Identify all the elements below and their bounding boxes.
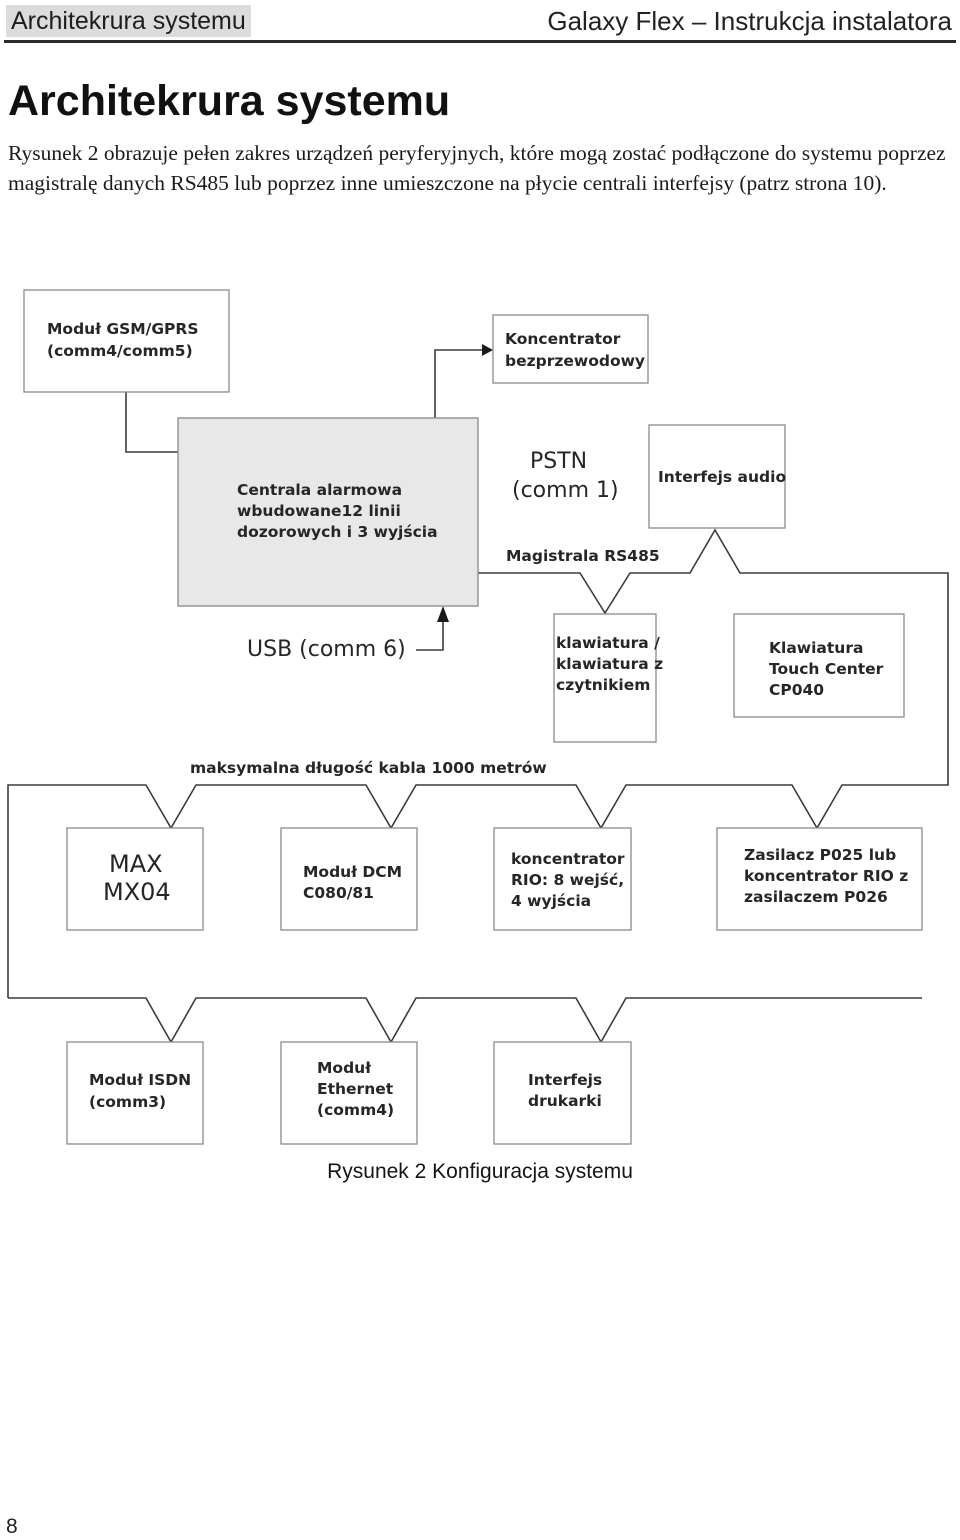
ethernet-module-label: Moduł Ethernet (comm4): [317, 1059, 399, 1119]
rio-concentrator-box: [493, 827, 632, 931]
pstn-label: PSTN (comm 1): [512, 449, 619, 503]
header-document-title: Galaxy Flex – Instrukcja instalatora: [547, 6, 952, 36]
touch-center-box: [733, 613, 905, 718]
printer-interface-box: [493, 1041, 632, 1145]
page-header: Architekrura systemu Galaxy Flex – Instr…: [0, 0, 960, 44]
section-heading: Architekrura systemu: [8, 77, 451, 125]
printer-interface-label: Interfejs drukarki: [528, 1071, 608, 1110]
power-supply-label: Zasilacz P025 lub koncentrator RIO z zas…: [744, 846, 914, 906]
wireless-concentrator-label: Koncentrator bezprzewodowy: [505, 330, 645, 370]
max-mx04-label: MAX MX04: [103, 850, 171, 906]
audio-interface-box: [648, 424, 786, 529]
dcm-module-label: Moduł DCM C080/81: [303, 863, 407, 902]
gsm-module-box: [23, 289, 230, 393]
audio-interface-label: Interfejs audio: [658, 468, 786, 486]
control-panel-box: [177, 417, 479, 607]
max-mx04-box: [66, 827, 204, 931]
cable-length-label: maksymalna długość kabla 1000 metrów: [190, 759, 547, 777]
usb-label: USB (comm 6): [247, 637, 406, 662]
page-number: 8: [6, 1515, 18, 1538]
rio-concentrator-label: koncentrator RIO: 8 wejść, 4 wyjścia: [511, 850, 630, 910]
wireless-concentrator-box: [492, 314, 649, 384]
control-panel-label: Centrala alarmowa wbudowane12 linii dozo…: [237, 481, 438, 541]
gsm-module-label: Moduł GSM/GPRS (comm4/comm5): [47, 320, 204, 360]
dcm-module-box: [280, 827, 418, 931]
touch-center-label: Klawiatura Touch Center CP040: [769, 639, 889, 699]
power-supply-box: [716, 827, 923, 931]
header-section-title: Architekrura systemu: [6, 5, 251, 37]
intro-paragraph: Rysunek 2 obrazuje pełen zakres urządzeń…: [8, 141, 946, 195]
isdn-module-box: [66, 1041, 204, 1145]
keypad-label: klawiatura / klawiatura z czytnikiem: [556, 634, 669, 694]
figure-caption: Rysunek 2 Konfiguracja systemu: [327, 1160, 633, 1183]
header-rule: [4, 40, 956, 43]
ethernet-module-box: [280, 1041, 418, 1145]
isdn-module-label: Moduł ISDN (comm3): [89, 1071, 197, 1111]
keypad-box: [553, 613, 657, 743]
rs485-bus-label: Magistrala RS485: [506, 547, 660, 565]
